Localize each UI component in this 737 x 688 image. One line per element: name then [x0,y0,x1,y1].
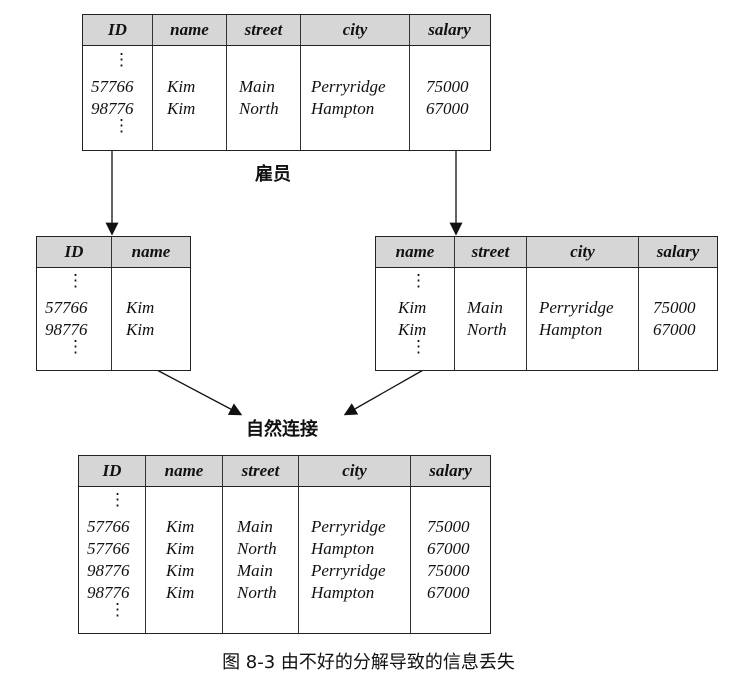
cell: 75000 [427,561,470,580]
header-street: street [226,15,300,45]
header-id: ID [108,20,127,39]
ellipsis-icon: ⋮ [113,116,130,135]
col-id: ⋮ 57766 98776 ⋮ [83,46,152,150]
ellipsis-icon: ⋮ [410,271,427,290]
table-header: name street city salary [376,237,717,268]
cell: 98776 [87,561,130,580]
left-projection-table: ID name ⋮ 57766 98776 ⋮ Kim Kim [36,236,191,371]
cell: 75000 [426,77,469,96]
cell: Main [237,517,273,536]
cell: 67000 [426,99,469,118]
cell: Perryridge [311,561,386,580]
col-id: ⋮ 57766 98776 ⋮ [37,268,111,370]
header-name: name [152,15,226,45]
cell: 98776 [45,320,88,339]
cell: Kim [126,320,155,339]
employee-table: ID name street city salary ⋮ 57766 98776… [82,14,491,151]
cell: Main [239,77,275,96]
header-salary: salary [638,237,717,267]
cell: Kim [398,298,427,317]
right-projection-table: name street city salary ⋮ Kim Kim ⋮ Main… [375,236,718,371]
cell: Perryridge [311,77,386,96]
col-salary: 75000 67000 [409,46,489,150]
table-body: ⋮ Kim Kim ⋮ Main North Perryridge Hampto… [376,268,717,370]
table-body: ⋮ 57766 98776 ⋮ Kim Kim [37,268,190,370]
ellipsis-icon: ⋮ [113,50,130,69]
ellipsis-icon: ⋮ [410,337,427,356]
col-id: ⋮ 57766 57766 98776 98776 ⋮ [79,487,145,633]
table-header: ID name [37,237,190,268]
cell: North [237,539,277,558]
ellipsis-icon: ⋮ [67,271,84,290]
header-city: city [300,15,409,45]
col-street: Main North Main North [222,487,298,633]
arrow-right-to-join [343,368,426,416]
header-id: ID [102,461,122,480]
header-name: name [395,242,435,261]
ellipsis-icon: ⋮ [67,337,84,356]
cell: 67000 [653,320,696,339]
header-name: name [111,237,190,267]
ellipsis-icon: ⋮ [109,490,126,509]
header-id: ID [64,242,84,261]
header-name: name [145,456,222,486]
cell: 57766 [45,298,88,317]
col-city: Perryridge Hampton Perryridge Hampton [298,487,410,633]
col-street: Main North [226,46,300,150]
cell: Kim [126,298,155,317]
col-city: Perryridge Hampton [526,268,638,370]
cell: 75000 [427,517,470,536]
cell: Kim [167,99,196,118]
header-city: city [526,237,638,267]
employee-label: 雇员 [255,164,291,185]
cell: 98776 [91,99,134,118]
cell: Hampton [311,583,375,602]
col-salary: 75000 67000 [638,268,717,370]
table-header: ID name street city salary [79,456,490,487]
cell: Kim [166,561,195,580]
arrow-left-to-join [154,368,243,416]
cell: 57766 [87,539,130,558]
natural-join-label: 自然连接 [246,419,318,440]
header-city: city [298,456,410,486]
cell: Hampton [311,99,375,118]
cell: Kim [166,539,195,558]
col-street: Main North [454,268,526,370]
header-salary: salary [410,456,490,486]
cell: 67000 [427,539,470,558]
table-body: ⋮ 57766 57766 98776 98776 ⋮ Kim Kim Kim … [79,487,490,633]
cell: 98776 [87,583,130,602]
col-name: Kim Kim Kim Kim [145,487,222,633]
col-name: Kim Kim [152,46,226,150]
cell: 75000 [653,298,696,317]
header-street: street [222,456,298,486]
cell: Hampton [539,320,603,339]
cell: North [237,583,277,602]
col-name: Kim Kim [111,268,190,370]
figure-caption: 图 8-3 由不好的分解导致的信息丢失 [222,652,515,673]
cell: Perryridge [539,298,614,317]
table-header: ID name street city salary [83,15,490,46]
table-body: ⋮ 57766 98776 ⋮ Kim Kim Main North Perry… [83,46,490,150]
cell: Kim [166,517,195,536]
cell: Kim [166,583,195,602]
cell: Main [467,298,503,317]
cell: 57766 [91,77,134,96]
cell: North [467,320,507,339]
header-salary: salary [409,15,489,45]
cell: Main [237,561,273,580]
ellipsis-icon: ⋮ [109,600,126,619]
header-street: street [454,237,526,267]
cell: 57766 [87,517,130,536]
cell: Kim [167,77,196,96]
cell: Perryridge [311,517,386,536]
col-city: Perryridge Hampton [300,46,409,150]
cell: Kim [398,320,427,339]
cell: Hampton [311,539,375,558]
cell: 67000 [427,583,470,602]
col-name: ⋮ Kim Kim ⋮ [376,268,454,370]
cell: North [239,99,279,118]
col-salary: 75000 67000 75000 67000 [410,487,490,633]
join-result-table: ID name street city salary ⋮ 57766 57766… [78,455,491,634]
